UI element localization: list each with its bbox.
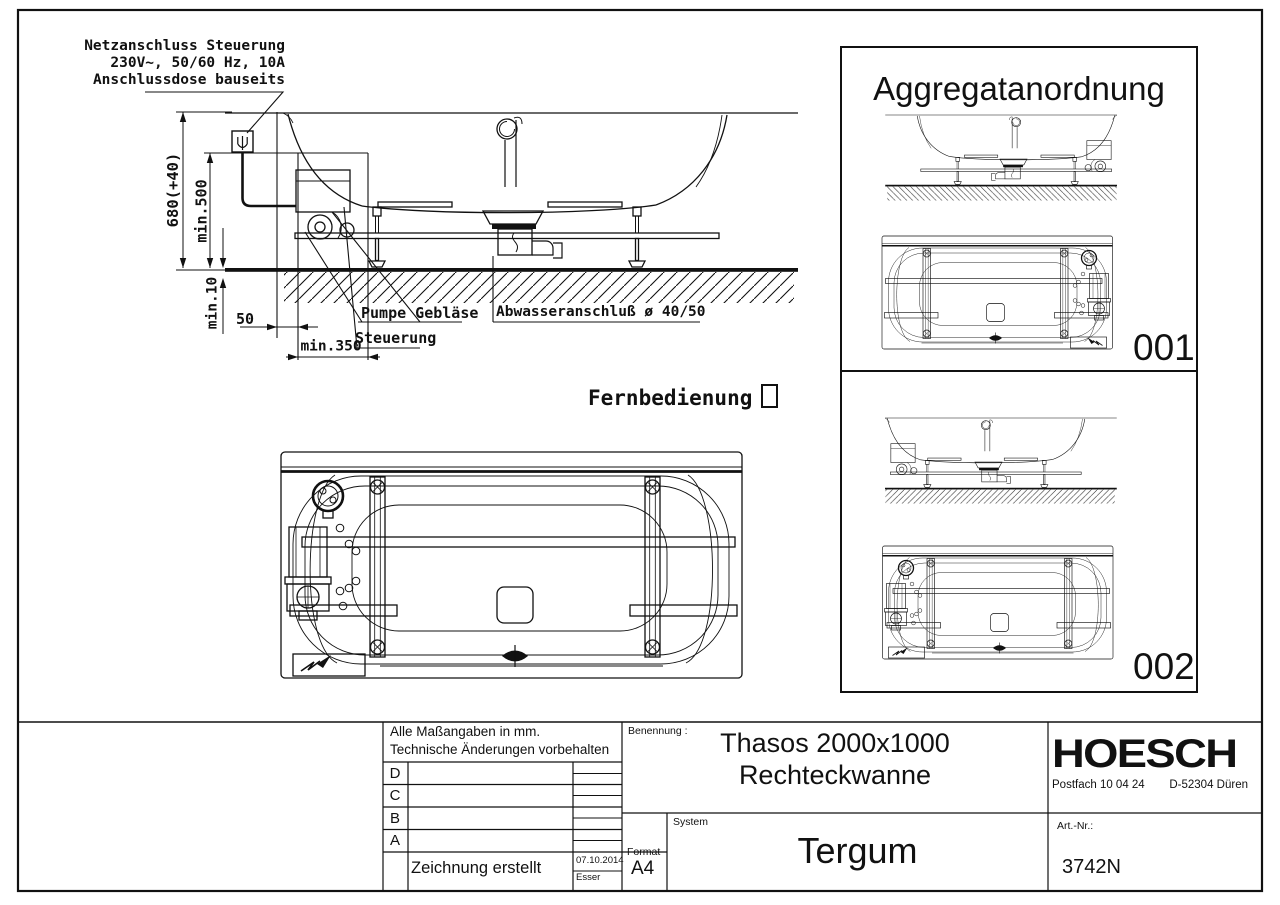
power-connection-note: Netzanschluss Steuerung 230V~, 50/60 Hz,… [73,38,285,89]
page-border [16,8,1264,893]
titleblock-note-line2: Technische Änderungen vorbehalten [390,742,610,757]
titleblock-note-line1: Alle Maßangaben in mm. [390,724,541,739]
dim-min-height: min.500 [192,179,211,243]
system-label: System [673,816,709,828]
benennung-line2: Rechteckwanne [738,760,932,790]
company-address: Postfach 10 04 24 D-52304 Düren [1052,779,1248,792]
remote-control-symbol-icon [761,384,779,408]
label-pump-blower: Pumpe Gebläse [361,304,479,322]
aggregat-panel-frame [840,46,1198,693]
panel-002-plan-view [881,545,1114,660]
panel-002-side-view [884,417,1118,504]
label-control-unit: Steuerung [355,329,437,347]
variant-002-label: 002 [1133,646,1195,687]
label-remote-control: Fernbedienung [588,386,753,410]
hoesch-logo: HOESCH [1052,731,1238,776]
created-date: 07.10.2014 [576,855,624,866]
panel-001-plan-view [881,235,1114,350]
power-note-line1: Netzanschluss Steuerung [84,38,285,54]
system-value: Tergum [797,830,918,871]
revision-row-c: C [389,787,401,804]
dim-wall-offset: 50 [236,310,255,328]
created-label: Zeichnung erstellt [411,859,542,877]
label-waste-connection: Abwasseranschluß ø 40/50 [496,304,706,320]
title-block-grid [18,721,1262,891]
dim-total-height: 680(+40) [164,152,183,228]
panel-001-side-view [884,114,1118,201]
variant-001-label: 001 [1133,327,1195,368]
address-postfach: Postfach 10 04 24 [1052,779,1145,791]
format-value: A4 [631,858,655,879]
dim-floor-clearance: min.10 [204,276,221,330]
benennung-line1: Thasos 2000x1000 [720,728,950,758]
artnr-value: 3742N [1062,856,1121,878]
format-label: Format [627,846,661,858]
revision-row-d: D [389,765,401,782]
label-remote-control-row: Fernbedienung [588,384,779,410]
dim-niche-width: min.350 [300,338,362,355]
dimension-lines [176,111,380,361]
revision-row-b: B [389,810,400,827]
artnr-label: Art.-Nr.: [1057,820,1094,832]
main-plan-view [279,450,744,680]
revision-row-a: A [389,832,400,849]
address-city: D-52304 Düren [1169,779,1248,791]
leader-lines [145,91,700,349]
power-note-line2: 230V~, 50/60 Hz, 10A [110,55,285,71]
created-by: Esser [576,872,601,883]
main-side-view [282,112,799,304]
power-cable-line [241,152,296,208]
benennung-label: Benennung : [628,725,688,737]
power-note-line3: Anschlussdose bauseits [92,72,285,88]
aggregat-panel-title: Aggregatanordnung [873,70,1165,107]
